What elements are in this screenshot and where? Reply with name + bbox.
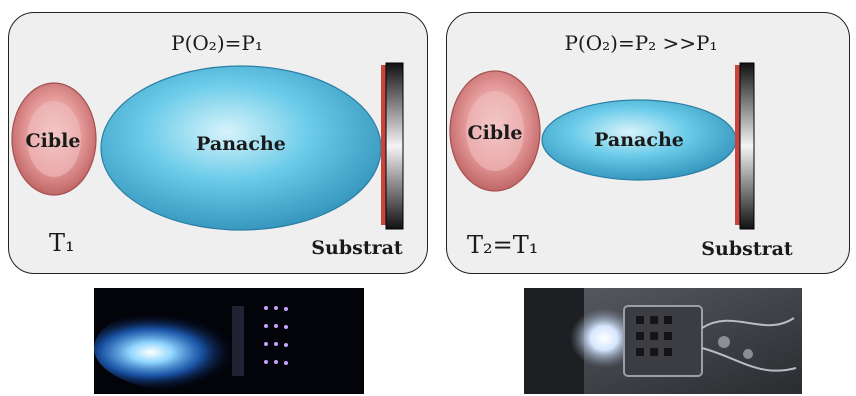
panel-left-drawing: P(O₂)=P₁ Cible Panache T₁ Substrat bbox=[11, 31, 404, 259]
substrate-rod bbox=[735, 65, 740, 225]
plume-label: Panache bbox=[594, 129, 684, 151]
target-label: Cible bbox=[26, 130, 81, 152]
substrate-label: Substrat bbox=[311, 237, 403, 259]
substrate-plate bbox=[385, 62, 404, 230]
substrate-label: Substrat bbox=[701, 238, 793, 260]
temperature-label: T₁ bbox=[49, 229, 75, 257]
panel-right-drawing: P(O₂)=P₂ >>P₁ Cible Panache T₂=T₁ Substr… bbox=[449, 31, 793, 260]
target-inner bbox=[466, 91, 524, 171]
temperature-label: T₂=T₁ bbox=[467, 231, 538, 259]
pressure-label: P(O₂)=P₁ bbox=[171, 31, 263, 55]
plume-label: Panache bbox=[196, 133, 286, 155]
pressure-label: P(O₂)=P₂ >>P₁ bbox=[564, 31, 717, 55]
substrate-plate bbox=[739, 62, 755, 230]
panel-low-pressure: P(O₂)=P₁ Cible Panache T₁ Substrat bbox=[8, 12, 428, 274]
plume-photo-low-pressure bbox=[94, 288, 364, 394]
substrate-rod bbox=[381, 65, 386, 225]
target-label: Cible bbox=[468, 122, 523, 144]
panel-high-pressure: P(O₂)=P₂ >>P₁ Cible Panache T₂=T₁ Substr… bbox=[446, 12, 850, 274]
target-inner bbox=[27, 101, 81, 177]
plume-photo-high-pressure bbox=[524, 288, 802, 394]
